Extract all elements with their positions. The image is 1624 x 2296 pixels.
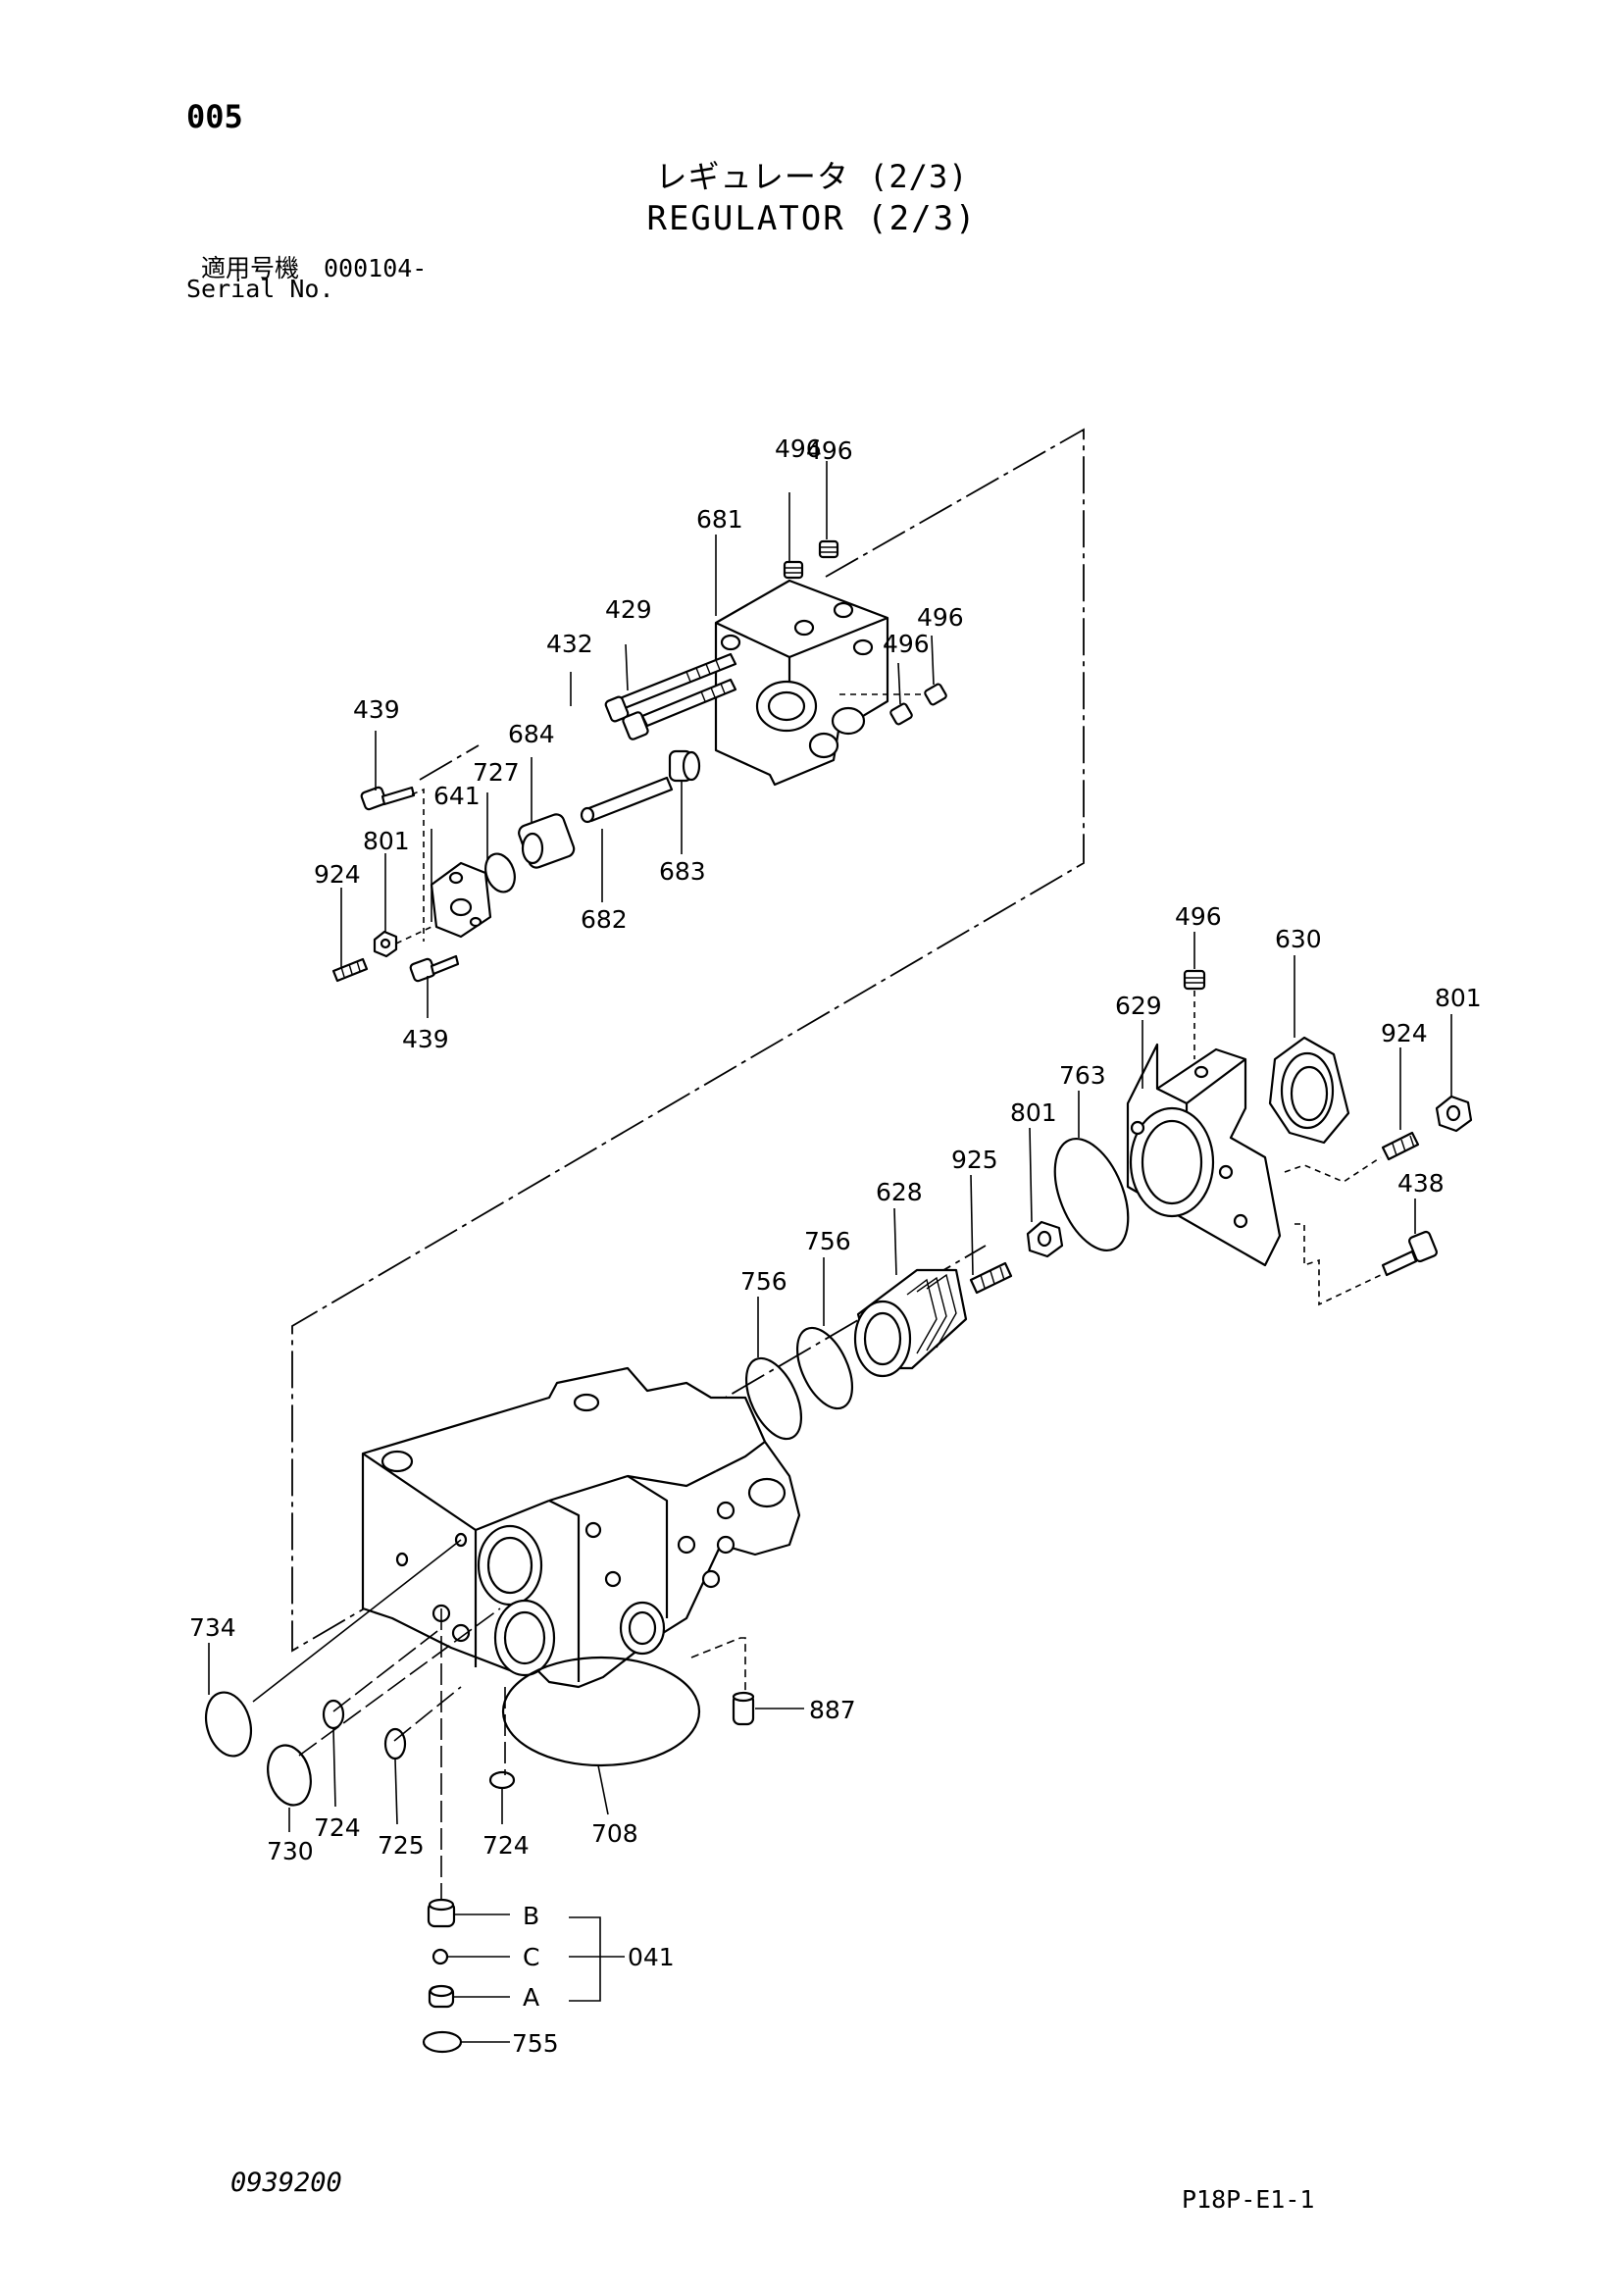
callout-438: 438 <box>1397 1169 1445 1198</box>
callout-439: 439 <box>402 1025 449 1053</box>
part-438-bolt <box>1381 1230 1438 1277</box>
callout-432: 432 <box>546 630 593 658</box>
callout-681: 681 <box>696 505 743 534</box>
part-724-o-ring <box>488 1770 516 1790</box>
part-628-spring-seat <box>853 1268 968 1378</box>
callout-429: 429 <box>605 595 652 624</box>
part-756-o-ring <box>795 1326 854 1410</box>
callout-708: 708 <box>591 1819 638 1848</box>
part-496-plug <box>1183 969 1206 991</box>
callout-041: 041 <box>628 1943 675 1971</box>
part-724-o-ring <box>322 1699 345 1730</box>
callout-496: 496 <box>775 434 822 463</box>
part-496-plug <box>783 560 804 580</box>
part-755-o-ring <box>422 2030 463 2054</box>
part-682-spool <box>580 776 674 824</box>
part-801-nut <box>1435 1095 1473 1133</box>
callout-756: 756 <box>740 1267 787 1296</box>
callout-683: 683 <box>659 857 706 886</box>
callout-628: 628 <box>876 1178 923 1206</box>
part-041-kit-a-plug <box>428 1984 455 2009</box>
part-641-cover-plate <box>430 861 492 939</box>
callout-924: 924 <box>314 860 361 889</box>
callout-725: 725 <box>378 1831 425 1860</box>
callout-629: 629 <box>1115 992 1162 1020</box>
callout-801: 801 <box>363 827 410 855</box>
callout-727: 727 <box>473 758 520 787</box>
callout-496: 496 <box>883 630 930 658</box>
callout-641: 641 <box>433 782 481 810</box>
part-496-plug <box>818 539 839 559</box>
regulator-body <box>361 1366 801 1689</box>
page-title: REGULATOR (2/3) <box>646 199 978 238</box>
callout-801: 801 <box>1435 984 1482 1012</box>
part-887-pin <box>732 1691 755 1726</box>
callout-496: 496 <box>1175 902 1222 931</box>
part-801-nut <box>373 930 398 958</box>
callout-924: 924 <box>1381 1019 1428 1047</box>
callout-734: 734 <box>189 1613 236 1642</box>
callout-756: 756 <box>804 1227 851 1255</box>
serial-label: Serial No. <box>186 275 334 303</box>
part-763-o-ring <box>1053 1137 1130 1252</box>
callout-724: 724 <box>482 1831 530 1860</box>
drawing-code: 0939200 <box>230 2168 342 2198</box>
callout-682: 682 <box>581 905 628 934</box>
part-924-set-screw <box>1381 1131 1420 1161</box>
part-429-bolt <box>604 652 737 723</box>
serial-label-japanese: 適用号機 000104- <box>201 254 428 282</box>
callout-801: 801 <box>1010 1098 1057 1127</box>
part-924-set-screw <box>331 957 369 983</box>
part-725-o-ring <box>383 1727 407 1760</box>
part-730-o-ring <box>267 1744 312 1807</box>
callout-887: 887 <box>809 1696 856 1724</box>
kit-label-b: B <box>523 1902 539 1930</box>
callout-724: 724 <box>314 1813 361 1842</box>
part-727-o-ring <box>484 852 516 893</box>
part-432-bolt <box>622 678 737 740</box>
callout-439: 439 <box>353 695 400 724</box>
part-708-o-ring <box>501 1656 701 1767</box>
callout-630: 630 <box>1275 925 1322 953</box>
callout-763: 763 <box>1059 1061 1106 1090</box>
part-439-bolt <box>409 954 460 983</box>
page-title-japanese: レギュレータ (2/3) <box>655 158 969 195</box>
kit-label-a: A <box>523 1983 539 2012</box>
part-041-kit-b-plug <box>427 1898 456 1928</box>
callout-730: 730 <box>267 1837 314 1865</box>
part-041-kit-c-ball <box>431 1948 449 1965</box>
part-684-sleeve <box>518 813 576 869</box>
part-683-collar <box>668 749 701 783</box>
kit-label-c: C <box>523 1943 539 1971</box>
part-801-nut <box>1026 1220 1064 1258</box>
part-925-set-screw <box>969 1261 1013 1295</box>
callout-925: 925 <box>951 1146 998 1174</box>
callout-684: 684 <box>508 720 555 748</box>
subassembly-boundary-line <box>419 744 480 781</box>
part-629-housing <box>1126 1043 1282 1267</box>
callout-755: 755 <box>512 2029 559 2058</box>
part-439-bolt <box>360 786 416 811</box>
part-630-nut <box>1268 1036 1350 1145</box>
callout-496: 496 <box>917 603 964 632</box>
part-734-o-ring <box>204 1691 253 1758</box>
callout-496: 496 <box>806 436 853 465</box>
part-756-o-ring <box>744 1356 803 1441</box>
page-code: P18P-E1-1 <box>1182 2185 1315 2214</box>
part-496-plug <box>924 683 947 706</box>
part-681-block <box>714 579 889 787</box>
part-496-plug <box>889 702 913 726</box>
page-number: 005 <box>186 98 243 135</box>
